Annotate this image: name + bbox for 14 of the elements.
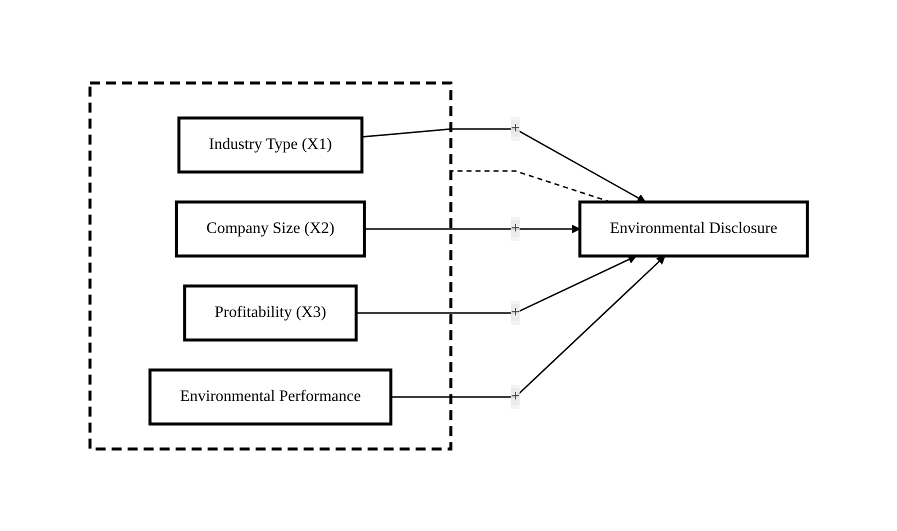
- node-box: Profitability (X3): [182, 284, 358, 341]
- edge-label: +: [510, 388, 520, 404]
- node-box: Company Size (X2): [174, 200, 366, 257]
- edge-label: +: [510, 304, 520, 320]
- edge-label: +: [510, 220, 520, 236]
- node-box: Environmental Disclosure: [578, 200, 809, 257]
- node-box: Industry Type (X1): [177, 116, 364, 173]
- cluster: [88, 81, 452, 450]
- arrow: [390, 255, 666, 398]
- edge-label: +: [510, 120, 520, 136]
- arrow: [362, 128, 646, 202]
- arrow: [364, 224, 580, 233]
- arrow: [356, 254, 637, 314]
- node-box: Environmental Performance: [148, 368, 392, 425]
